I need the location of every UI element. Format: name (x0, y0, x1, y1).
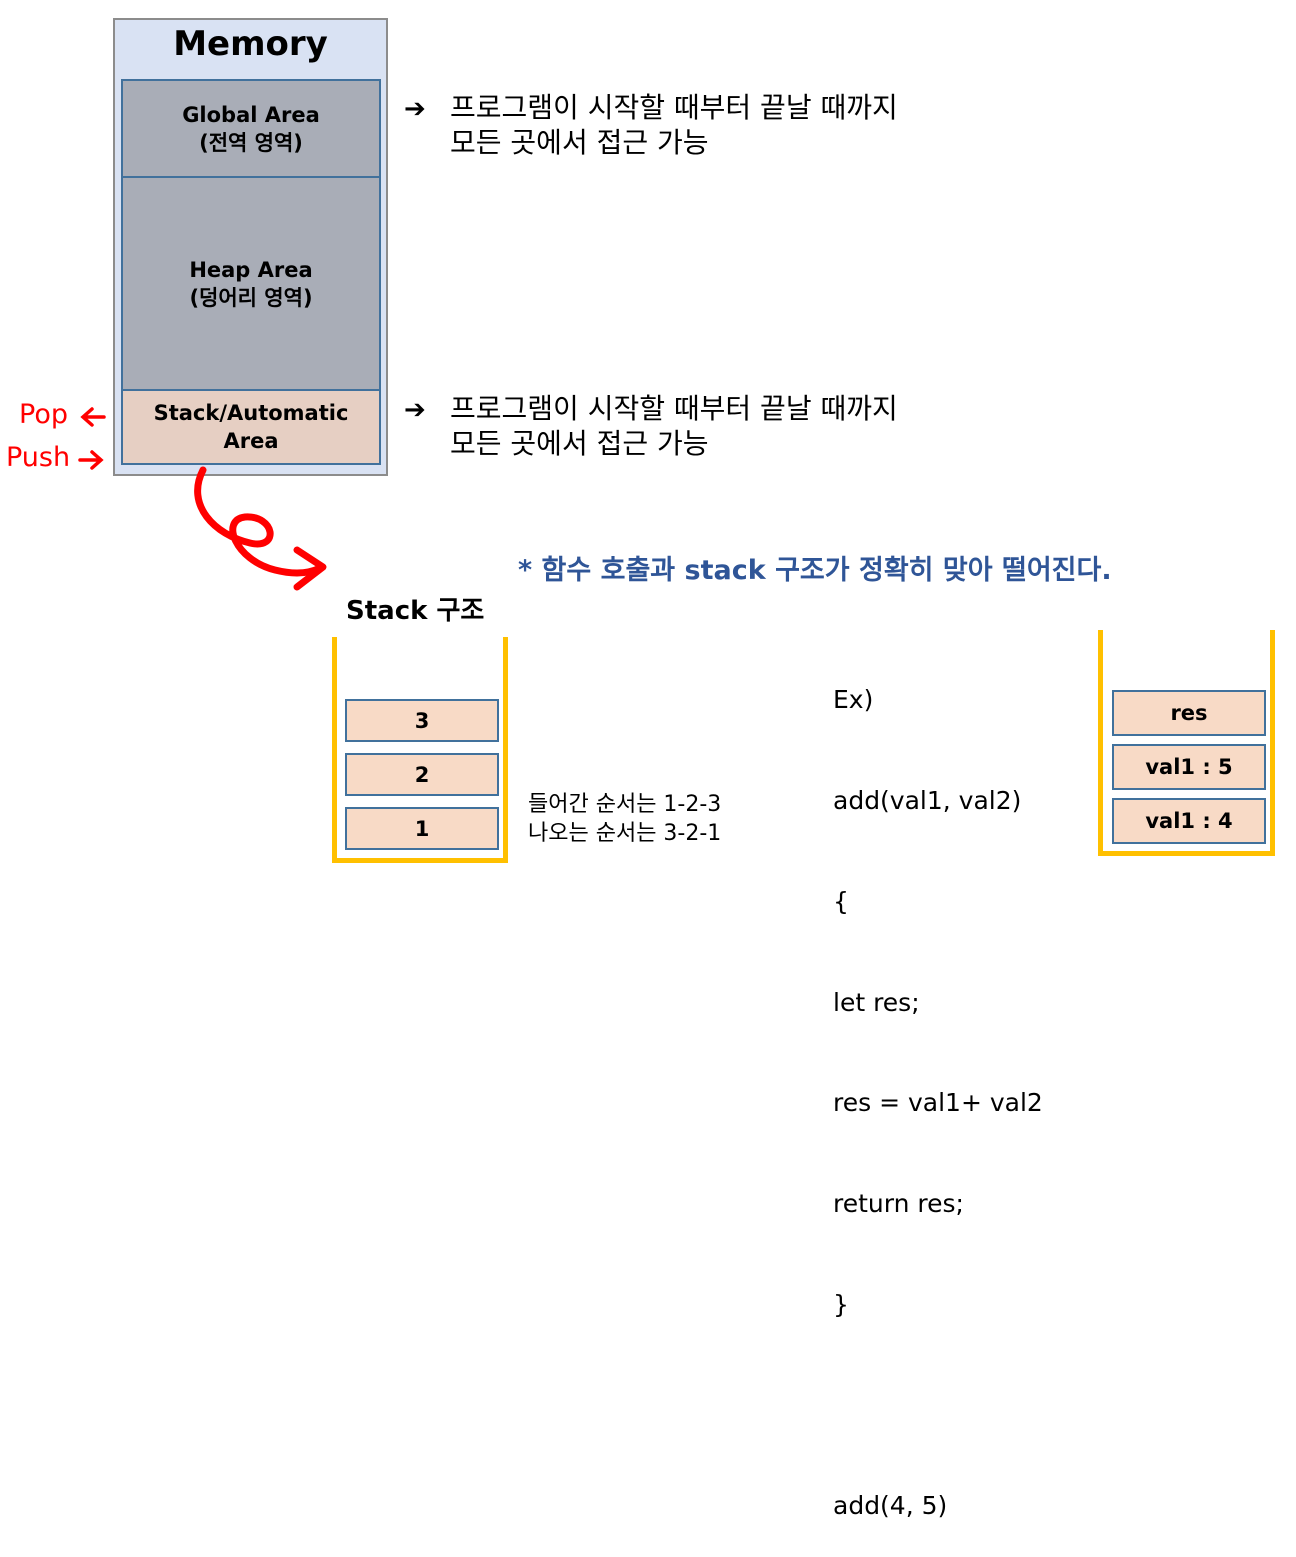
order-in: 들어간 순서는 1-2-3 (528, 792, 722, 817)
code-line: let res; (833, 987, 920, 1017)
stack-structure-title: Stack 구조 (346, 596, 485, 626)
memory-title: Memory (173, 24, 328, 64)
stack-note: 프로그램이 시작할 때부터 끝날 때까지 모든 곳에서 접근 가능 (450, 391, 898, 461)
arrow-right-icon: ➔ (404, 94, 426, 124)
global-note-line2: 모든 곳에서 접근 가능 (450, 126, 709, 159)
arrow-left-icon (80, 407, 106, 427)
code-line: } (833, 1289, 849, 1319)
push-label: Push (6, 442, 71, 473)
global-area-sublabel: (전역 영역) (199, 130, 303, 155)
global-area-label: Global Area (182, 102, 320, 127)
call-stack-cell: res (1112, 690, 1266, 736)
global-area-segment: Global Area (전역 영역) (121, 79, 381, 178)
stack-area-sublabel: Area (223, 429, 279, 453)
global-note: 프로그램이 시작할 때부터 끝날 때까지 모든 곳에서 접근 가능 (450, 90, 898, 160)
order-out: 나오는 순서는 3-2-1 (528, 821, 722, 846)
code-line: res = val1+ val2 (833, 1088, 1043, 1118)
stack-area-label: Stack/Automatic (153, 401, 349, 425)
curved-arrow-icon (194, 466, 327, 591)
code-line: { (833, 886, 849, 916)
pop-label: Pop (19, 399, 68, 430)
stack-cell: 1 (345, 807, 499, 850)
heap-area-label: Heap Area (189, 257, 313, 282)
call-stack-cell: val1 : 5 (1112, 744, 1266, 790)
stack-area-segment: Stack/Automatic Area (121, 389, 381, 465)
code-line: add(val1, val2) (833, 785, 1022, 815)
stack-note-line1: 프로그램이 시작할 때부터 끝날 때까지 (450, 392, 898, 425)
stack-cell: 3 (345, 699, 499, 742)
stack-container (332, 637, 508, 863)
call-stack-cell: val1 : 4 (1112, 798, 1266, 844)
code-line: add(4, 5) (833, 1491, 948, 1521)
global-note-line1: 프로그램이 시작할 때부터 끝날 때까지 (450, 91, 898, 124)
heap-area-segment: Heap Area (덩어리 영역) (121, 176, 381, 391)
call-stack-container (1098, 630, 1275, 856)
headline: * 함수 호출과 stack 구조가 정확히 맞아 떨어진다. (518, 555, 1112, 586)
arrow-right-icon (78, 450, 104, 470)
stack-note-line2: 모든 곳에서 접근 가능 (450, 427, 709, 460)
code-example: Ex) add(val1, val2) { let res; res = val… (833, 616, 1043, 1557)
heap-area-sublabel: (덩어리 영역) (189, 285, 313, 310)
stack-cell: 2 (345, 753, 499, 796)
code-line: return res; (833, 1189, 964, 1219)
code-line: Ex) (833, 685, 874, 715)
code-line (833, 1389, 1043, 1423)
arrow-right-icon: ➔ (404, 395, 426, 425)
order-description: 들어간 순서는 1-2-3 나오는 순서는 3-2-1 (528, 790, 721, 848)
